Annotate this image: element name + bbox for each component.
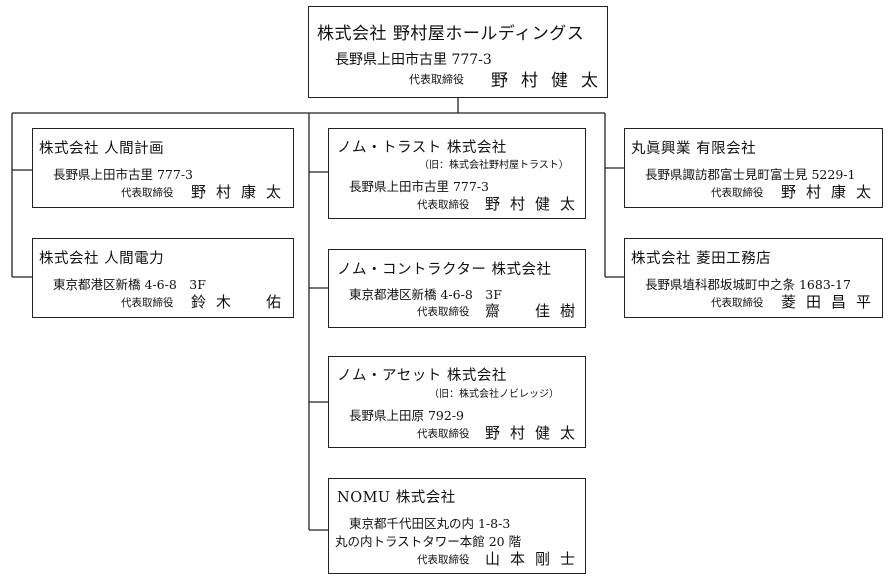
subsidiary-box: 丸眞興業 有限会社 長野県諏訪郡富士見町富士見 5229-1 代表取締役 野村康…	[624, 128, 883, 208]
company-address: 東京都港区新橋 4-6-8 3F	[349, 287, 502, 302]
company-name: 株式会社 菱田工務店	[631, 251, 772, 267]
company-name: 丸眞興業 有限会社	[631, 141, 757, 157]
former-name-note: （旧：株式会社野村屋トラスト）	[419, 160, 569, 171]
former-name-note: （旧：株式会社ノビレッジ）	[429, 389, 559, 400]
company-name: ノム・トラスト 株式会社	[337, 140, 507, 156]
company-name: 株式会社 人間計画	[39, 141, 165, 157]
subsidiary-box: ノム・トラスト 株式会社 （旧：株式会社野村屋トラスト） 長野県上田市古里 77…	[328, 128, 586, 219]
representative-role: 代表取締役	[711, 187, 764, 199]
representative-role: 代表取締役	[711, 297, 764, 309]
subsidiary-box: NOMU 株式会社 東京都千代田区丸の内 1-8-3 丸の内トラストタワー本館 …	[328, 478, 586, 574]
subsidiary-box: ノム・コントラクター 株式会社 東京都港区新橋 4-6-8 3F 代表取締役 齋…	[328, 249, 586, 328]
company-address: 長野県諏訪郡富士見町富士見 5229-1	[645, 167, 856, 182]
representative-name: 野村健太	[485, 195, 586, 213]
company-address: 長野県埴科郡坂城町中之条 1683-17	[645, 277, 851, 292]
representative-role: 代表取締役	[417, 306, 470, 318]
company-name: 株式会社 人間電力	[39, 251, 165, 267]
representative-name: 野村康太	[191, 183, 292, 201]
company-name: NOMU 株式会社	[337, 490, 456, 506]
representative-name: 野村康太	[781, 183, 882, 201]
holding-company-representative: 野村健太	[491, 71, 611, 91]
representative-name: 野村健太	[485, 424, 586, 442]
representative-name: 山本剛士	[485, 550, 586, 568]
company-address-line2: 丸の内トラストタワー本館 20 階	[335, 534, 522, 549]
representative-name: 鈴木 佑	[191, 293, 292, 311]
subsidiary-box: 株式会社 菱田工務店 長野県埴科郡坂城町中之条 1683-17 代表取締役 菱田…	[624, 238, 883, 318]
representative-role: 代表取締役	[417, 428, 470, 440]
representative-role: 代表取締役	[417, 554, 470, 566]
company-address: 東京都港区新橋 4-6-8 3F	[53, 277, 206, 292]
company-address: 東京都千代田区丸の内 1-8-3	[349, 516, 511, 531]
subsidiary-box: ノム・アセット 株式会社 （旧：株式会社ノビレッジ） 長野県上田原 792-9 …	[328, 356, 586, 448]
holding-company-name: 株式会社 野村屋ホールディングス	[317, 24, 585, 44]
subsidiary-box: 株式会社 人間電力 東京都港区新橋 4-6-8 3F 代表取締役 鈴木 佑	[32, 238, 294, 318]
company-address: 長野県上田原 792-9	[349, 408, 465, 423]
company-name: ノム・コントラクター 株式会社	[337, 262, 552, 278]
company-address: 長野県上田市古里 777-3	[349, 179, 490, 194]
representative-role: 代表取締役	[121, 187, 174, 199]
holding-company-box: 株式会社 野村屋ホールディングス 長野県上田市古里 777-3 代表取締役 野村…	[308, 6, 608, 98]
representative-name: 齋 佳樹	[485, 302, 586, 320]
company-name: ノム・アセット 株式会社	[337, 368, 507, 384]
holding-company-address: 長野県上田市古里 777-3	[335, 52, 492, 68]
representative-role: 代表取締役	[121, 297, 174, 309]
representative-name: 菱田昌平	[781, 293, 882, 311]
holding-company-role: 代表取締役	[409, 73, 464, 86]
representative-role: 代表取締役	[417, 199, 470, 211]
company-address: 長野県上田市古里 777-3	[53, 167, 194, 182]
subsidiary-box: 株式会社 人間計画 長野県上田市古里 777-3 代表取締役 野村康太	[32, 128, 294, 208]
